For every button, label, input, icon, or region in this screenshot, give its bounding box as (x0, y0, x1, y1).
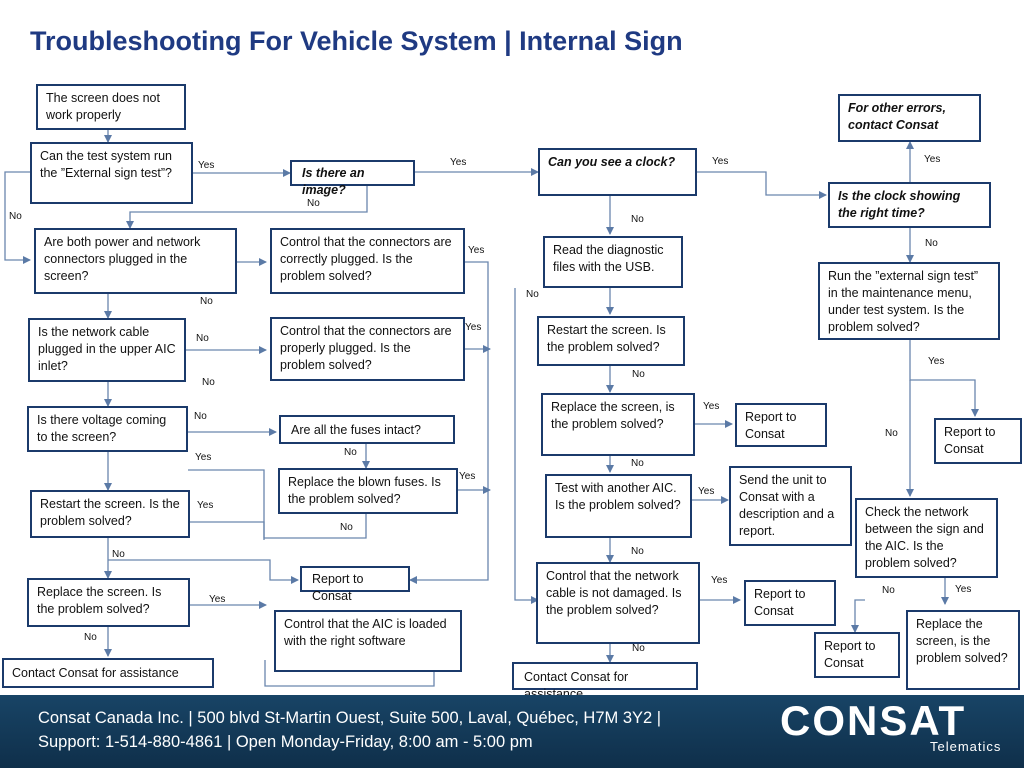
label-no: No (340, 522, 353, 533)
label-no: No (631, 546, 644, 557)
page-title: Troubleshooting For Vehicle System | Int… (30, 26, 683, 56)
label-yes: Yes (711, 575, 728, 586)
footer-bar: Consat Canada Inc. | 500 blvd St-Martin … (0, 695, 1024, 768)
label-no: No (196, 333, 209, 344)
label-no: No (925, 238, 938, 249)
box-test-system: Can the test system run the ”External si… (30, 142, 193, 204)
box-send-unit: Send the unit to Consat with a descripti… (729, 466, 852, 546)
box-clock: Can you see a clock? (538, 148, 697, 196)
box-report-consat-5: Report to Consat (814, 632, 900, 678)
label-yes: Yes (465, 322, 482, 333)
label-yes: Yes (459, 471, 476, 482)
box-is-image: Is there an image? (290, 160, 415, 197)
box-run-external-test: Run the ”external sign test” in the main… (818, 262, 1000, 340)
box-report-consat-2: Report to Consat (934, 418, 1022, 464)
box-replace-fuses: Replace the blown fuses. Is the problem … (278, 468, 458, 514)
label-no: No (344, 447, 357, 458)
box-replace-screen-3: Replace the screen, is the problem solve… (906, 610, 1020, 690)
label-no: No (632, 369, 645, 380)
label-no: No (882, 585, 895, 596)
box-control-connectors-2: Control that the connectors are properly… (270, 317, 465, 381)
box-test-aic: Test with another AIC. Is the problem so… (545, 474, 692, 538)
box-clock-time: Is the clock showing the right time? (828, 182, 991, 228)
label-yes: Yes (955, 584, 972, 595)
label-yes: Yes (198, 160, 215, 171)
box-report-consat-4: Report to Consat (744, 580, 836, 626)
label-no: No (631, 214, 644, 225)
box-power-network: Are both power and network connectors pl… (34, 228, 237, 294)
box-fuses: Are all the fuses intact? (279, 415, 455, 444)
box-replace-screen-1: Replace the screen, is the problem solve… (541, 393, 695, 456)
label-no: No (526, 289, 539, 300)
label-no: No (194, 411, 207, 422)
label-no: No (202, 377, 215, 388)
box-screen-not-work: The screen does not work properly (36, 84, 186, 130)
box-voltage: Is there voltage coming to the screen? (27, 406, 188, 452)
label-no: No (307, 198, 320, 209)
footer-support: Support: 1-514-880-4861 | Open Monday-Fr… (38, 733, 533, 751)
box-contact-consat-2: Contact Consat for assistance (512, 662, 698, 701)
label-yes: Yes (928, 356, 945, 367)
box-other-errors: For other errors, contact Consat (838, 94, 981, 142)
label-yes: Yes (209, 594, 226, 605)
box-restart-screen-2: Restart the screen. Is the problem solve… (30, 490, 190, 538)
label-yes: Yes (698, 486, 715, 497)
box-contact-consat-1: Contact Consat for assistance (2, 658, 214, 688)
box-check-network: Check the network between the sign and t… (855, 498, 998, 578)
label-no: No (631, 458, 644, 469)
flowchart-connectors (4, 130, 979, 687)
box-restart-screen-1: Restart the screen. Is the problem solve… (537, 316, 685, 366)
footer-address: Consat Canada Inc. | 500 blvd St-Martin … (38, 709, 662, 727)
label-no: No (9, 211, 22, 222)
label-no: No (84, 632, 97, 643)
label-yes: Yes (712, 156, 729, 167)
box-control-aic: Control that the AIC is loaded with the … (274, 610, 462, 672)
logo-subtitle: Telematics (930, 739, 1002, 754)
box-control-connectors-1: Control that the connectors are correctl… (270, 228, 465, 294)
label-no: No (200, 296, 213, 307)
box-network-cable: Is the network cable plugged in the uppe… (28, 318, 186, 382)
label-yes: Yes (450, 157, 467, 168)
box-replace-screen-2: Replace the screen. Is the problem solve… (27, 578, 190, 627)
label-yes: Yes (197, 500, 214, 511)
label-no: No (885, 428, 898, 439)
label-yes: Yes (468, 245, 485, 256)
label-yes: Yes (924, 154, 941, 165)
svg-text:CONSAT: CONSAT (780, 701, 966, 741)
box-cable-damage: Control that the network cable is not da… (536, 562, 700, 644)
label-no: No (112, 549, 125, 560)
consat-logo: CONSAT (780, 701, 966, 741)
box-report-consat-1: Report to Consat (735, 403, 827, 447)
label-yes: Yes (703, 401, 720, 412)
label-no: No (632, 643, 645, 654)
label-yes: Yes (195, 452, 212, 463)
box-report-consat-3: Report to Consat (300, 566, 410, 603)
box-read-diagnostic: Read the diagnostic files with the USB. (543, 236, 683, 288)
